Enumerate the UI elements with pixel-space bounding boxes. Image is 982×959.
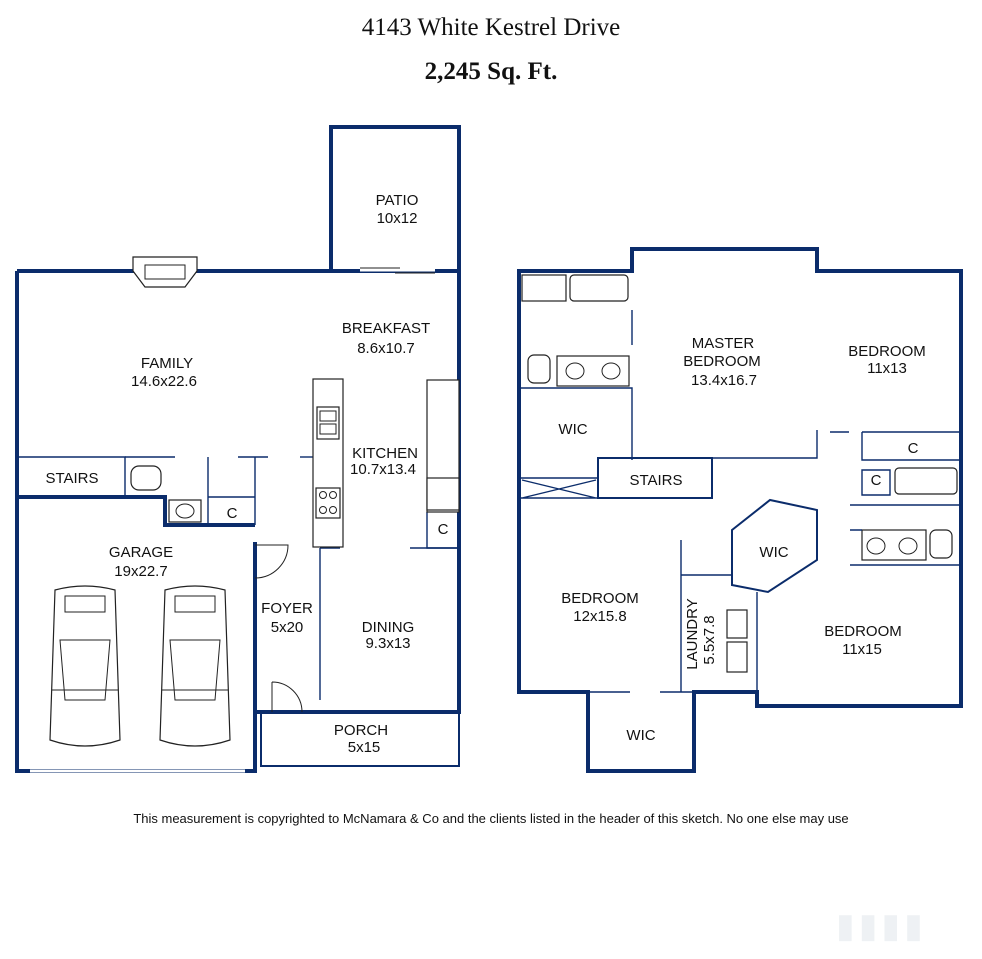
kitchen-counter [312, 378, 344, 548]
family-label: FAMILY [141, 355, 193, 372]
closet-label: C [438, 521, 449, 538]
fridge-icon [426, 477, 460, 511]
bath2-south-wall [850, 529, 961, 566]
porch-label: PORCH [334, 722, 388, 739]
room-labels: PATIO 10x12 FAMILY 14.6x22.6 BREAKFAST 8… [45, 192, 925, 756]
patio-label: PATIO [376, 192, 419, 209]
foyer-label: FOYER [261, 600, 313, 617]
wic-label: WIC [626, 727, 655, 744]
porch-size: 5x15 [348, 739, 381, 756]
wic-label: WIC [558, 421, 587, 438]
bedroom-w-label: BEDROOM [561, 590, 639, 607]
fireplace-hearth [144, 264, 186, 280]
sink-basin [319, 410, 337, 422]
second-floor [517, 247, 963, 773]
tub-icon [894, 467, 958, 495]
sink-icon [316, 406, 340, 440]
vanity-icon [861, 529, 927, 561]
shower-icon [521, 274, 567, 302]
copyright-note: This measurement is copyrighted to McNam… [133, 811, 849, 826]
family-west-wall [15, 271, 255, 527]
stairs-label-2: STAIRS [629, 472, 682, 489]
kitchen-label: KITCHEN [352, 445, 418, 462]
closet-label: C [871, 472, 882, 489]
bedroom-ne-size: 11x13 [867, 360, 907, 377]
porch-walls [260, 712, 460, 767]
dryer-icon [726, 641, 748, 673]
vanity-icon [556, 355, 630, 387]
wic-label: WIC [759, 544, 788, 561]
square-footage: 2,245 Sq. Ft. [424, 58, 558, 85]
master-label-2: BEDROOM [683, 353, 761, 370]
wic1-wall [519, 387, 633, 460]
closet-label: C [908, 440, 919, 457]
foyer-size: 5x20 [271, 619, 304, 636]
breakfast-label: BREAKFAST [342, 320, 430, 337]
bedroom-w-size: 12x15.8 [573, 608, 626, 625]
bedroom-ne-label: BEDROOM [848, 343, 926, 360]
breakfast-size: 8.6x10.7 [357, 340, 415, 357]
fireplace-icon [132, 256, 198, 288]
laundry-label: LAUNDRY [684, 598, 701, 669]
car-icon [159, 585, 231, 747]
bedroom-se-size: 11x15 [842, 641, 882, 658]
family-size: 14.6x22.6 [131, 373, 197, 390]
garage-size: 19x22.7 [114, 563, 167, 580]
stove-icon [315, 487, 341, 519]
entry-door-swing [271, 681, 303, 713]
washer-icon [726, 609, 748, 639]
toilet-icon [929, 529, 953, 559]
dining-label: DINING [362, 619, 415, 636]
car-icon [49, 585, 121, 747]
pantry-wall [426, 512, 459, 549]
master-size: 13.4x16.7 [691, 372, 757, 389]
master-label: MASTER [692, 335, 755, 352]
foyer-door-swing [254, 544, 289, 579]
master-south-wall [632, 430, 849, 459]
patio-size: 10x12 [377, 210, 418, 227]
garage-label: GARAGE [109, 544, 173, 561]
toilet-icon [527, 354, 551, 384]
first-floor [15, 125, 461, 773]
laundry-size: 5.5x7.8 [701, 615, 718, 664]
laundry-walls [680, 540, 732, 692]
stair-void [519, 477, 598, 499]
tub-icon [569, 274, 629, 302]
toilet-icon [130, 465, 162, 491]
closet3-walls [861, 431, 961, 461]
watermark-logo: ▮▮▮▮ [836, 907, 927, 945]
bedroom-se-label: BEDROOM [824, 623, 902, 640]
stairs-label: STAIRS [45, 470, 98, 487]
closet4 [861, 469, 891, 496]
dining-size: 9.3x13 [365, 635, 410, 652]
powder-sink-icon [168, 499, 202, 523]
address-title: 4143 White Kestrel Drive [361, 14, 621, 41]
closet-label: C [227, 505, 238, 522]
kitchen-size: 10.7x13.4 [350, 461, 416, 478]
wic2-walls [731, 498, 818, 594]
sink-basin [319, 423, 337, 435]
powder-walls [125, 456, 268, 525]
